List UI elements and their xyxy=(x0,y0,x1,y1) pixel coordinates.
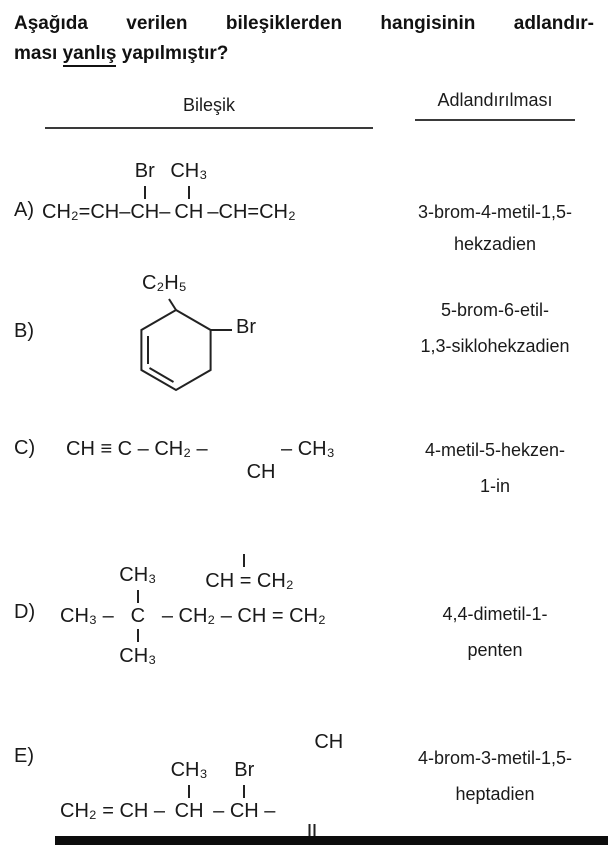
chain-segment: – CH₃ xyxy=(275,438,335,460)
bond-line xyxy=(143,186,146,199)
substituted-carbon: Br CH xyxy=(130,160,159,224)
bond-line xyxy=(136,590,139,603)
option-e-name-line-1: 4-brom-3-metil-1,5- xyxy=(417,748,573,768)
option-b-label: B) xyxy=(14,320,34,342)
option-b-structure: C₂H₅ Br xyxy=(128,272,308,404)
bond-line xyxy=(188,785,191,798)
bond-line xyxy=(136,629,139,642)
option-c-label: C) xyxy=(14,437,36,459)
bottom-rule xyxy=(55,836,608,845)
option-d-structure: CH₃ – CH₃ C CH₃ – CH₂ – CH = CH₂ xyxy=(60,564,326,667)
bond-line xyxy=(187,186,190,199)
chain-atom: CH xyxy=(174,201,204,223)
chain-segment: –CH=CH₂ xyxy=(207,201,296,223)
option-d-label: D) xyxy=(14,601,36,623)
chain-atom: CH xyxy=(130,201,160,223)
option-b-name-line-1: 5-brom-6-etil- xyxy=(440,300,550,320)
chain-segment: – xyxy=(258,800,281,822)
option-d-name-line-1: 4,4-dimetil-1- xyxy=(442,604,548,624)
option-d-name-line-2: penten xyxy=(467,640,523,660)
compound-column-rule xyxy=(45,127,373,129)
substituent-label: Br xyxy=(134,160,155,182)
substituted-carbon: CH₃ CH xyxy=(170,160,207,224)
option-a-name-line-2: hekzadien xyxy=(453,234,537,254)
quaternary-carbon: CH₃ C CH₃ xyxy=(119,564,157,667)
double-bond-line-2 xyxy=(148,367,175,383)
vinyl-branch-label: CH = CH₂ xyxy=(205,570,294,592)
chain-atom: CH xyxy=(174,800,204,822)
substituent-label: CH₃ xyxy=(119,564,157,586)
option-c-name-line-1: 4-metil-5-hekzen- xyxy=(424,440,566,460)
naming-column-rule xyxy=(415,119,575,121)
option-c-structure: CH ≡ C – CH₂ – CH CH = CH₂ – CH₃ xyxy=(66,438,335,592)
option-e-structure: CH₂ = CH – CH₃ CH – Br CH – CH CH₃ – CH xyxy=(60,708,345,845)
question-line-2: ması yanlış yapılmıştır? xyxy=(14,40,228,67)
ethyl-substituent-label: C₂H₅ xyxy=(142,272,187,294)
chain-atom: CH xyxy=(229,800,259,822)
bromine-substituent-label: Br xyxy=(236,316,256,338)
chain-segment: – xyxy=(159,201,171,223)
substituent-label: CH₃ xyxy=(170,759,208,781)
chain-atom: C xyxy=(130,605,146,627)
bond-line xyxy=(243,554,246,567)
option-b-name-line-2: 1,3-siklohekzadien xyxy=(420,336,570,356)
chain-segment: CH₃ – xyxy=(60,605,120,627)
substituent-label: Br xyxy=(234,759,255,781)
option-e-label: E) xyxy=(14,745,34,767)
ethyl-bond-line xyxy=(168,298,177,311)
terminal-vinyl-carbon: CH CH₃ – CH xyxy=(257,708,345,845)
option-a-label: A) xyxy=(14,199,34,221)
bond-line xyxy=(243,785,246,798)
ring-outline xyxy=(140,308,212,392)
chain-segment: – CH₂ – CH = CH₂ xyxy=(156,605,326,627)
option-a-structure: CH₂=CH– Br CH – CH₃ CH –CH=CH₂ xyxy=(42,160,296,224)
chain-segment: – xyxy=(207,800,230,822)
double-bond-line xyxy=(308,824,316,837)
option-e-name-line-2: heptadien xyxy=(455,784,535,804)
branch-carbon: CH CH = CH₂ xyxy=(205,438,293,592)
bond-line xyxy=(313,824,316,837)
chain-segment: CH₂=CH– xyxy=(42,201,131,223)
substituent-label: CH₃ xyxy=(119,645,157,667)
chain-segment: CH ≡ C – CH₂ – xyxy=(66,438,214,460)
question-line-2-start: ması xyxy=(14,43,63,64)
question-line-2-end: yapılmıştır? xyxy=(116,43,229,64)
chain-atom: CH xyxy=(314,731,344,753)
cyclohexadiene-ring xyxy=(140,298,232,392)
naming-column-header: Adlandırılması xyxy=(437,90,553,110)
chain-segment: CH₂ = CH – xyxy=(60,800,171,822)
question-underlined-word: yanlış xyxy=(62,43,117,67)
option-c-name-line-2: 1-in xyxy=(479,476,510,496)
substituent-label: CH₃ xyxy=(170,160,208,182)
chain-atom: CH xyxy=(246,461,276,483)
option-a-name-line-1: 3-brom-4-metil-1,5- xyxy=(417,202,573,222)
bond-line xyxy=(308,824,311,837)
question-line-1: Aşağıda verilen bileşiklerden hangisinin… xyxy=(14,13,594,34)
substituted-carbon: Br CH xyxy=(230,759,259,823)
compound-column-header: Bileşik xyxy=(182,95,235,115)
substituted-carbon: CH₃ CH xyxy=(171,759,208,823)
